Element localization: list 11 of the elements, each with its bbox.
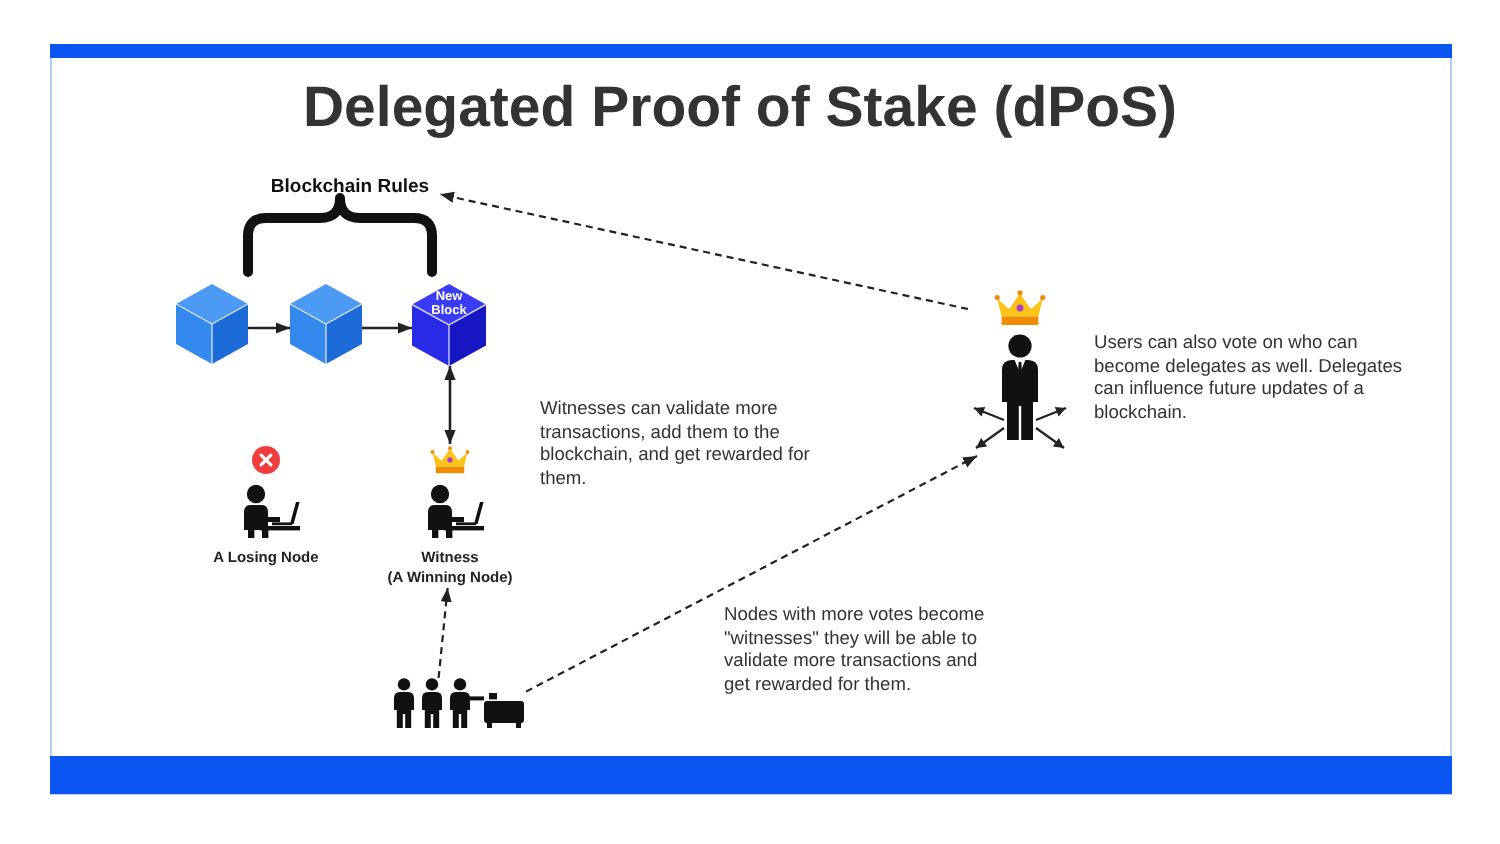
dashed-arrow [437,587,452,679]
double-arrow [444,366,456,444]
dashed-arrow [439,191,969,311]
arrow [248,322,290,334]
arrow [362,322,412,334]
note-text: Users can also vote on who can become delegates as well. Delegates can influence future updates of a blockchain. [1094,332,1405,424]
note-text: Witnesses can validate more transactions, add them to the blockchain, and get rewarded for them. [540,398,812,490]
note-text: Nodes with more votes become "witnesses" they will be able to validate more transactions and get rewarded for them. [724,604,987,696]
dashed-arrow [525,455,978,693]
title: Delegated Proof of Stake (dPoS) [302,74,1178,142]
node-label: Blockchain Rules [270,176,430,200]
